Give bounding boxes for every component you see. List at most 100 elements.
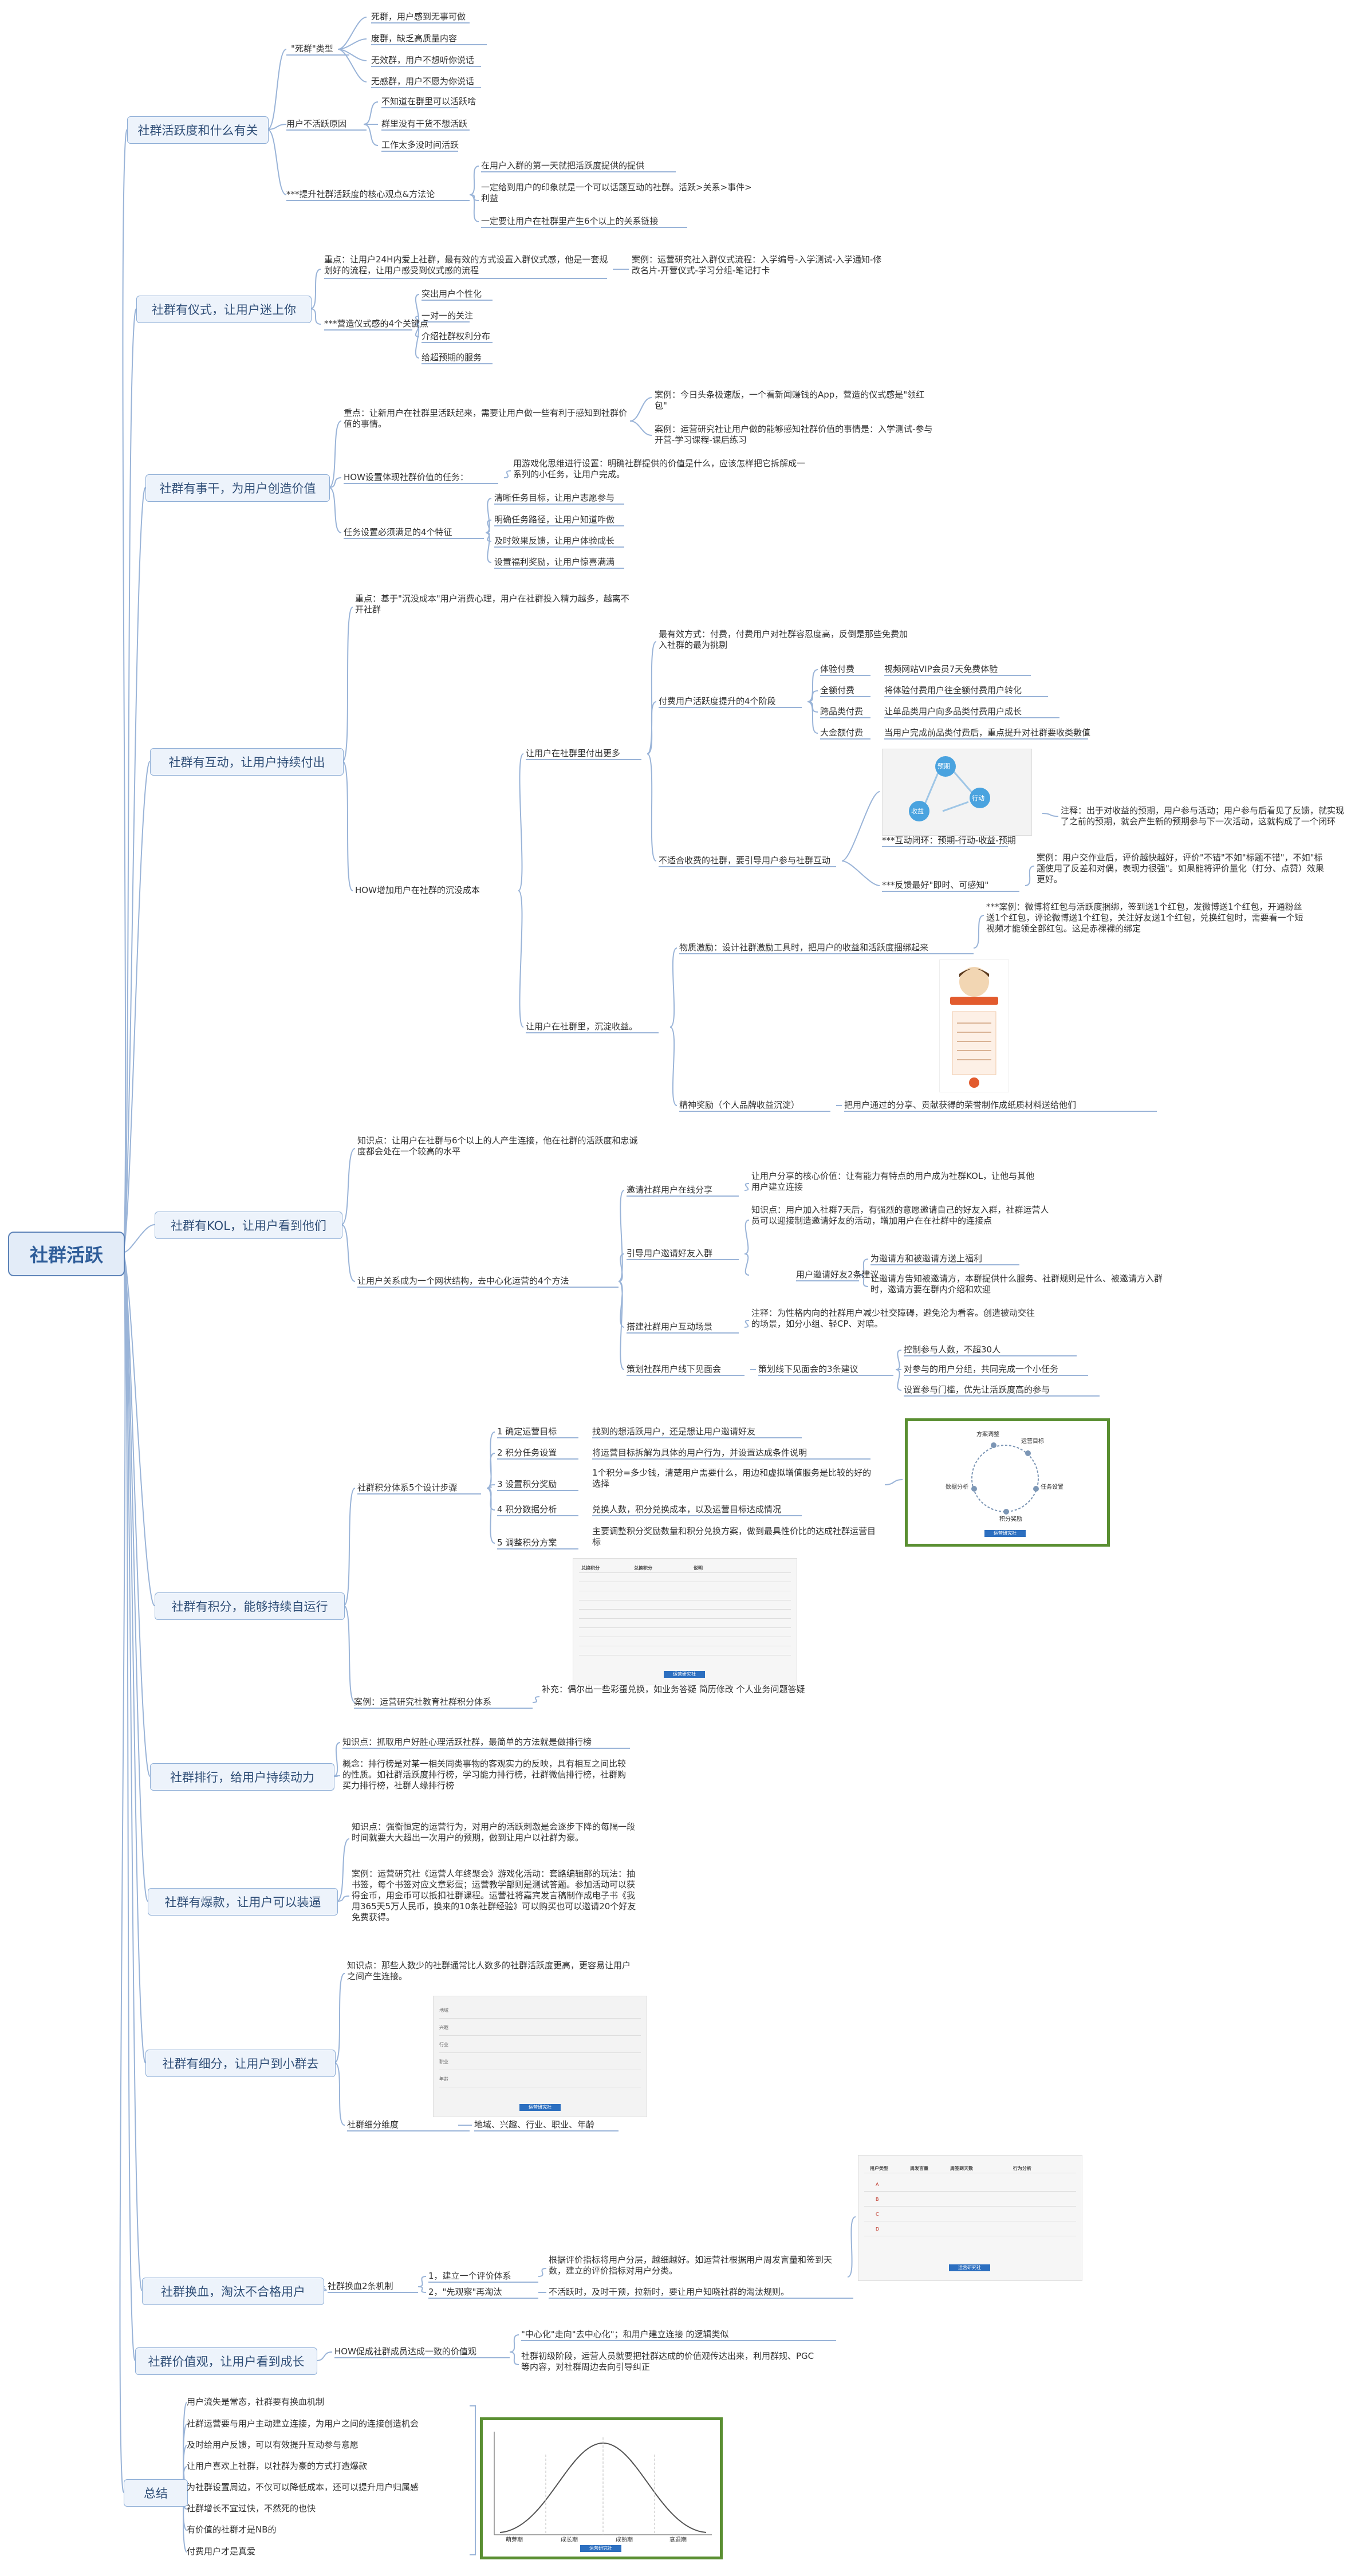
leaf: 明确任务路径，让用户知道咋做 [494, 514, 615, 525]
leaf: 当用户完成前品类付费后，重点提升对社群要收类敷值 [884, 727, 1091, 738]
leaf: 社群初级阶段，运营人员就要把社群达成的价值观传达出来，利用群规、PGC等内容，对… [521, 2351, 814, 2372]
case-label: 案例：运营研究社教育社群积分体系 [354, 1697, 492, 1707]
stage-label: 衰退期 [669, 2537, 687, 2543]
leaf: 对参与的用户分组，共同完成一个小任务 [904, 1364, 1059, 1374]
leaf: 兑换人数，积分兑换成本，以及运营目标达成情况 [592, 1504, 782, 1515]
section-ritual[interactable]: 社群有仪式，让用户迷上你 [136, 296, 312, 323]
leaf: 最有效方式：付费，付费用户对社群容忍度高，反倒是那些免费加入社群的最为挑剔 [659, 629, 908, 650]
leaf: 案例：运营研究社入群仪式流程：入学编号-入学测试-入学通知-修改名片-开营仪式-… [632, 254, 882, 276]
grade-table-image: 用户类型 周发言量 周签到天数 行为分析 A B C D 运营研究社 [858, 2155, 1082, 2281]
core-label: ***提升社群活跃度的核心观点&方法论 [286, 189, 435, 199]
stage-name: 全额付费 [820, 685, 855, 695]
leaf: "中心化"走向"去中心化"；和用户建立连接 的逻辑类似 [521, 2329, 729, 2339]
section-tasks[interactable]: 社群有事干，为用户创造价值 [145, 474, 330, 502]
section-summary[interactable]: 总结 [124, 2479, 188, 2507]
leaf: 主要调整积分奖励数量和积分兑换方案，做到最具性价比的达成社群运营目标 [592, 1526, 876, 1547]
section-ranking[interactable]: 社群排行，给用户持续动力 [150, 1763, 334, 1791]
stage-name: 大金额付费 [820, 727, 864, 738]
leaf: 概念：排行榜是对某一相关同类事物的客观实力的反映，具有相互之间比较的性质。如社群… [342, 1759, 627, 1791]
leaf: 重点：基于"沉没成本"用户消费心理，用户在社群投入精力越多，越离不开社群 [355, 593, 629, 615]
points-cycle-diagram: 方案调整 运营目标 任务设置 积分奖励 数据分析 运营研究社 [905, 1418, 1110, 1547]
stage-label: 付费用户活跃度提升的4个阶段 [659, 696, 776, 706]
brand-button: 运营研究社 [664, 1671, 705, 1678]
certificate-image [939, 959, 1009, 1092]
method: 引导用户邀请好友入群 [627, 1248, 713, 1258]
table-head: 兑换积分 [634, 1566, 652, 1571]
loop-label: ***互动闭环：预期-行动-收益-预期 [882, 835, 1016, 845]
section-points[interactable]: 社群有积分，能够持续自运行 [155, 1592, 345, 1620]
section-subgroups[interactable]: 社群有细分，让用户到小群去 [145, 2050, 336, 2077]
step-name: 3 设置积分奖励 [497, 1479, 557, 1489]
table-head: 说明 [694, 1566, 703, 1571]
table-row: 行业 [439, 2042, 448, 2047]
leaf: 案例：运营研究社《运营人年终聚会》游戏化活动：套路编辑部的玩法：抽书签，每个书签… [352, 1869, 636, 1922]
brand-button: 运营研究社 [519, 2104, 561, 2111]
section-renewal[interactable]: 社群换血，淘汰不合格用户 [142, 2278, 324, 2305]
sug-label: 用户邀请好友2条建议 [796, 1269, 879, 1280]
section-activity-factors[interactable]: 社群活跃度和什么有关 [127, 116, 269, 144]
stage-label: 成熟期 [616, 2537, 633, 2543]
table-head: 行为分析 [1013, 2166, 1031, 2171]
dead-type-label: "死群"类型 [291, 44, 333, 54]
leaf: 控制参与人数，不超30人 [904, 1344, 1001, 1355]
leaf: 案例：运营研究社让用户做的能够感知社群价值的事情是：入学测试-参与开营-学习课程… [655, 424, 933, 445]
leaf: 重点：让用户24H内爱上社群，最有效的方式设置入群仪式感，他是一套规划好的流程，… [324, 254, 608, 276]
cycle-node: 积分奖励 [999, 1516, 1022, 1523]
leaf: 物质激励：设计社群激励工具时，把用户的收益和活跃度捆绑起来 [679, 942, 929, 953]
how-label: HOW设置体现社群价值的任务： [344, 472, 468, 482]
section-values[interactable]: 社群价值观，让用户看到成长 [135, 2347, 317, 2375]
spirit-label: 精神奖励（个人品牌收益沉淀） [679, 1100, 800, 1110]
leaf: 将体验付费用户往全额付费用户转化 [884, 685, 1022, 695]
leaf: 清晰任务目标，让用户志愿参与 [494, 493, 615, 503]
stage-name: 跨品类付费 [820, 706, 864, 717]
leaf: 让邀请方告知被邀请方，本群提供什么服务、社群规则是什么、被邀请方入群时，邀请方要… [870, 1273, 1163, 1295]
leaf: 案例：今日头条极速版，一个看新闻赚钱的App，营造的仪式感是"领红包" [655, 390, 925, 411]
leaf: 介绍社群权利分布 [422, 331, 491, 341]
method: 邀请社群用户在线分享 [627, 1185, 713, 1195]
leaf: 突出用户个性化 [422, 289, 482, 299]
free-label: 不适合收费的社群，要引导用户参与社群互动 [659, 855, 831, 866]
grade: C [876, 2212, 879, 2217]
leaf: 知识点：让用户在社群与6个以上的人产生连接，他在社群的活跃度和忠诚度都会处在一个… [357, 1135, 638, 1157]
step-name: 5 调整积分方案 [497, 1537, 557, 1548]
loop-diagram: 预期 行动 收益 [882, 749, 1032, 836]
leaf: 及时效果反馈，让用户体验成长 [494, 536, 615, 546]
summary-item: 社群增长不宜过快，不然死的也快 [187, 2503, 316, 2514]
table-row: 兴趣 [439, 2025, 448, 2030]
leaf: 无效群，用户不想听你说话 [371, 55, 475, 65]
feature-label: 任务设置必须满足的4个特征 [344, 527, 452, 537]
section-kol[interactable]: 社群有KOL，让用户看到他们 [155, 1212, 342, 1239]
method: 搭建社群用户互动场景 [627, 1322, 713, 1332]
leaf: 设置参与门槛，优先让活跃度高的参与 [904, 1385, 1050, 1395]
grade: A [876, 2182, 879, 2187]
leaf: 地域、兴趣、行业、职业、年龄 [474, 2119, 595, 2130]
leaf: 给超预期的服务 [422, 352, 482, 363]
leaf: 不知道在群里可以活跃啥 [381, 96, 476, 107]
leaf: 知识点：用户加入社群7天后，有强烈的意愿邀请自己的好友入群，社群运营人员可以迎接… [751, 1205, 1049, 1226]
leaf: ***案例：微博将红包与活跃度捆绑，签到送1个红包，发微博送1个红包，开通粉丝送… [986, 902, 1303, 934]
leaf: 设置福利奖励，让用户惊喜满满 [494, 557, 615, 567]
step-name: 4 积分数据分析 [497, 1504, 557, 1515]
points-table-image: 兑换积分 兑换积分 说明 运营研究社 [573, 1558, 797, 1685]
leaf: 群里没有干货不想活跃 [381, 119, 468, 129]
section-interaction[interactable]: 社群有互动，让用户持续付出 [150, 748, 344, 776]
leaf: 注释：为性格内向的社群用户减少社交障碍，避免沦为看客。创造被动交往的场景，如分小… [751, 1308, 1035, 1329]
lifecycle-diagram: 萌芽期 成长期 成熟期 衰退期 运营研究社 [480, 2417, 723, 2559]
root-node[interactable]: 社群活跃 [8, 1232, 125, 1276]
leaf: 根据评价指标将用户分层，越细越好。如运营社根据用户周发言量和签到天数，建立的评价… [549, 2255, 833, 2276]
mechanism: 1，建立一个评价体系 [428, 2271, 511, 2281]
leaf: 让单品类用户向多品类付费用户成长 [884, 706, 1022, 717]
feedback-label: ***反馈最好"即时、可感知" [882, 880, 989, 890]
dim-label: 社群细分维度 [347, 2119, 399, 2130]
cycle-node: 运营目标 [1021, 1438, 1044, 1445]
table-head: 用户类型 [870, 2166, 888, 2171]
table-row: 地域 [439, 2008, 448, 2013]
table-head: 周发言量 [910, 2166, 928, 2171]
summary-item: 有价值的社群才是NB的 [187, 2524, 277, 2535]
leaf: 知识点：那些人数少的社群通常比人数多的社群活跃度更高，更容易让用户之间产生连接。 [347, 1960, 631, 1981]
section-hits[interactable]: 社群有爆款，让用户可以装逼 [148, 1888, 338, 1916]
loop-node: 行动 [972, 795, 984, 802]
summary-item: 为社群设置周边，不仅可以降低成本，还可以提升用户归属感 [187, 2482, 419, 2492]
cycle-node: 任务设置 [1041, 1484, 1063, 1490]
loop-node: 收益 [911, 808, 924, 815]
